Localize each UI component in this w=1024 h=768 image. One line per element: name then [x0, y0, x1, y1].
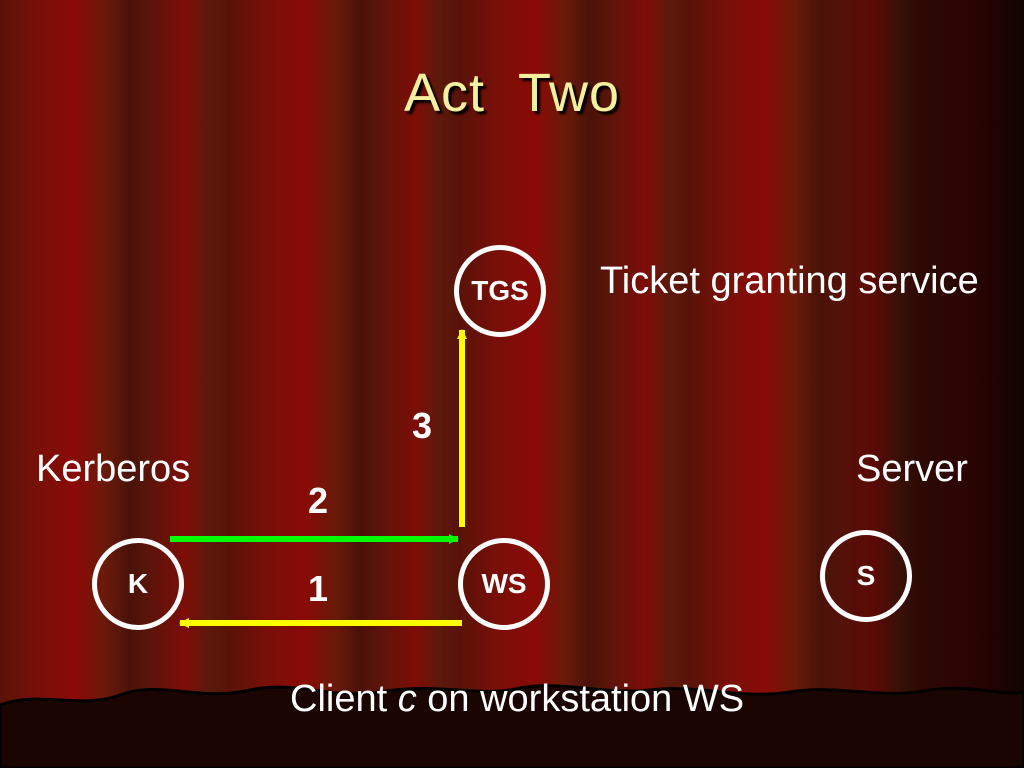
step-2-number: 2	[308, 480, 329, 521]
client-caption: Client c on workstation WS	[290, 678, 744, 721]
step-3-number: 3	[412, 405, 433, 446]
client-variable: c	[397, 678, 417, 720]
tgs-description-label: Ticket granting service	[600, 260, 979, 302]
kerberos-label: Kerberos	[36, 448, 191, 490]
slide-title: Act Two	[403, 63, 621, 123]
client-caption-suffix: on workstation WS	[416, 678, 745, 720]
node-workstation: WS	[458, 538, 550, 630]
server-label: Server	[856, 448, 968, 490]
node-kerberos: K	[92, 538, 184, 630]
node-tgs: TGS	[454, 245, 546, 337]
client-caption-prefix: Client	[290, 678, 398, 720]
node-server: S	[820, 530, 912, 622]
step-1-number: 1	[308, 568, 329, 609]
